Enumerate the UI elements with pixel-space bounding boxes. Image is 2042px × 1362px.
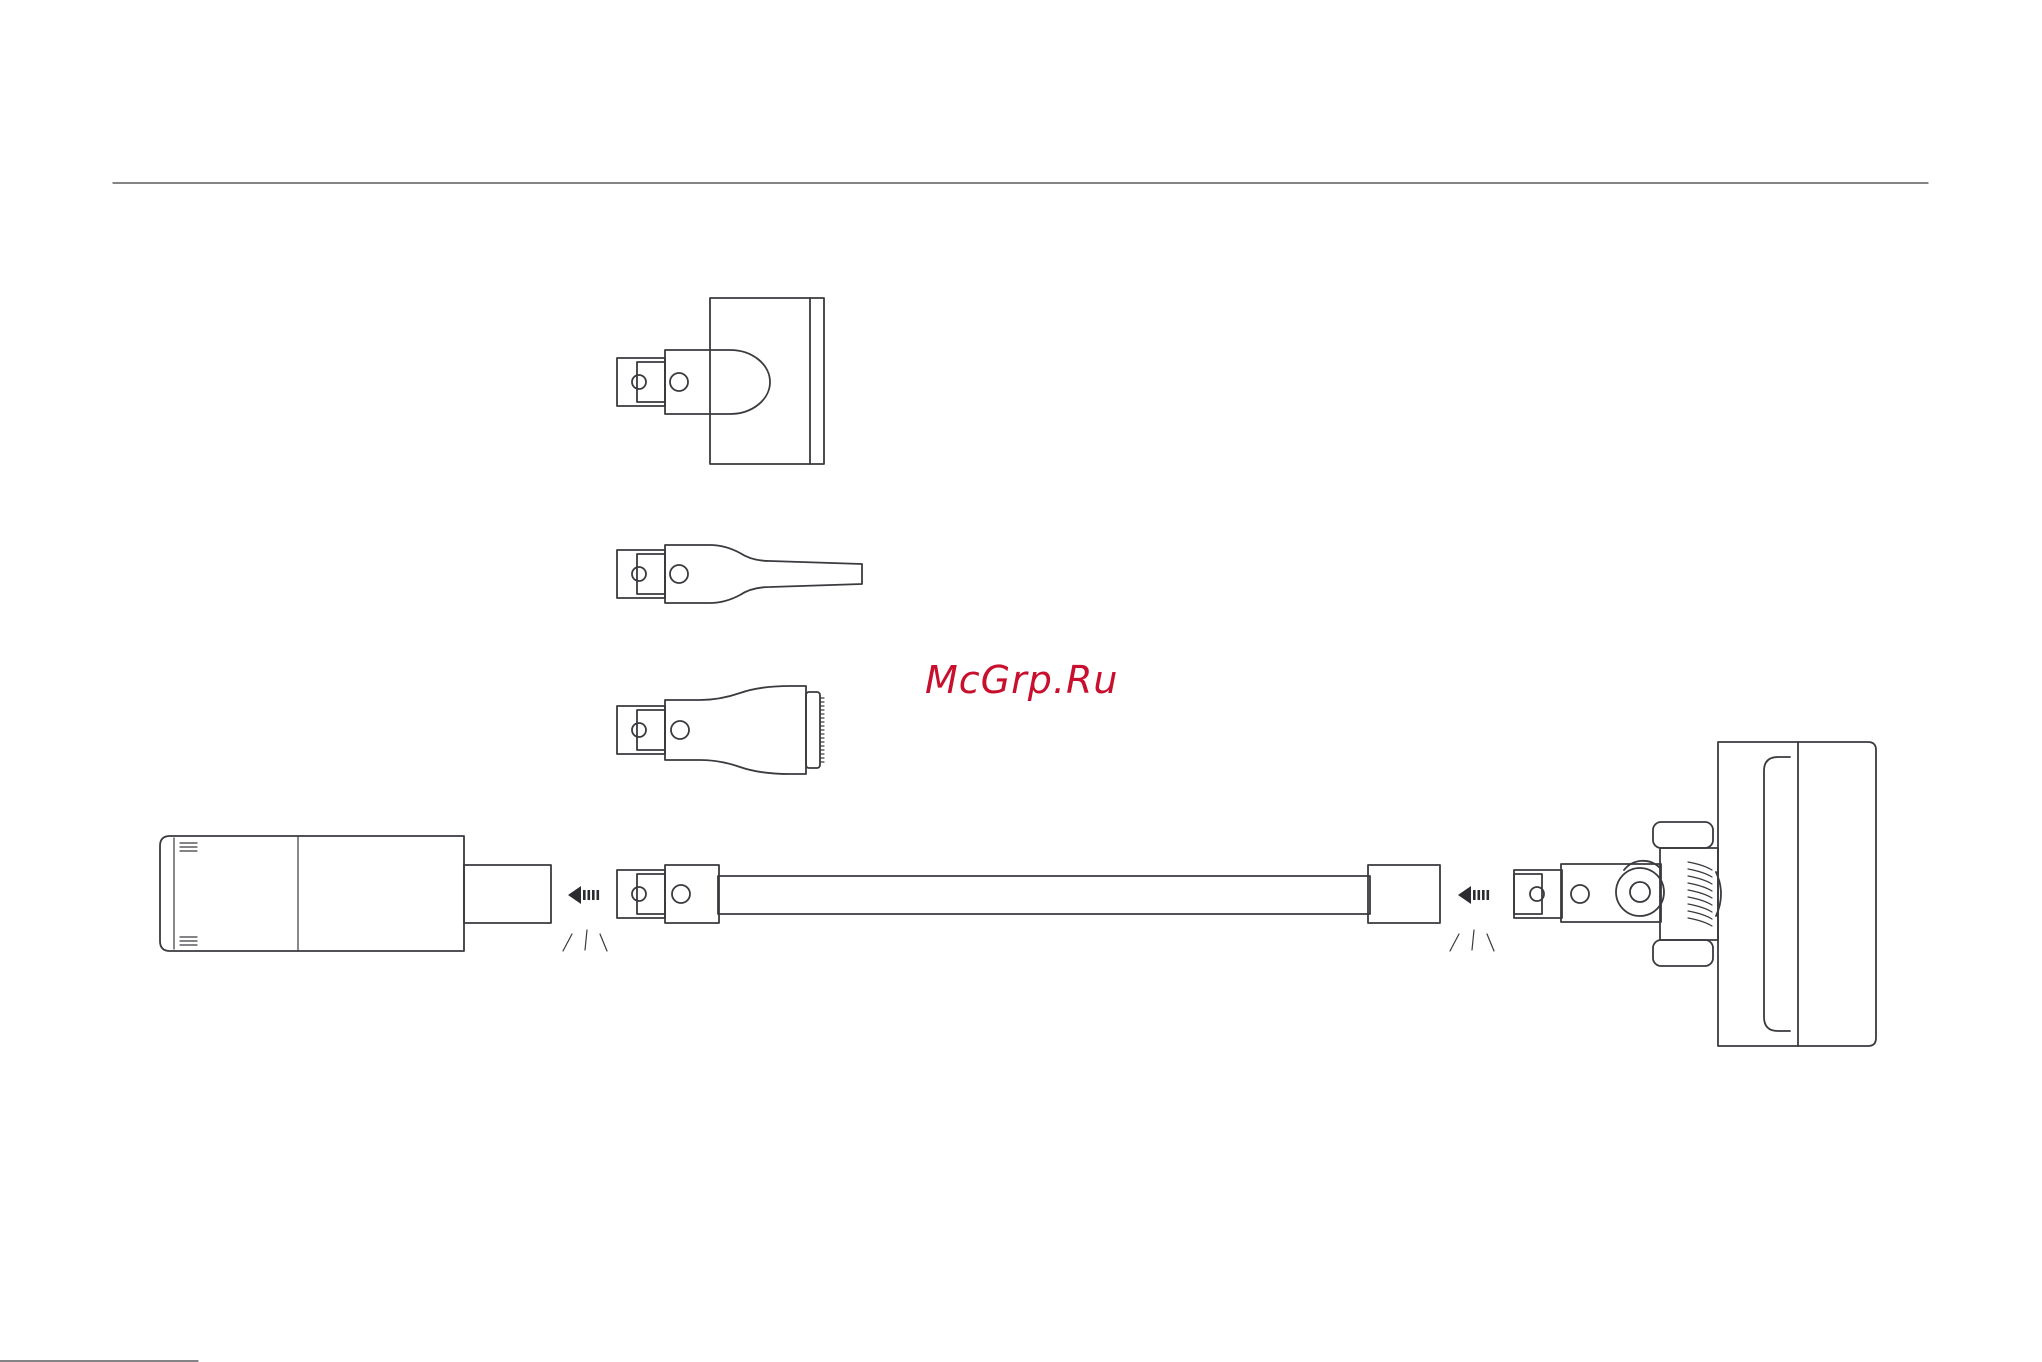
extension-tube — [617, 865, 1440, 923]
arrow-left-icon — [1458, 886, 1489, 904]
dusting-brush-attachment — [617, 686, 824, 774]
watermark-text: McGrp.Ru — [925, 658, 1118, 702]
arrow-left-icon — [568, 886, 599, 904]
click-sound-icon — [1450, 930, 1494, 951]
floor-brush-head — [1514, 742, 1876, 1046]
click-sound-icon — [563, 930, 607, 951]
mini-brush-attachment — [617, 298, 824, 464]
handheld-body — [160, 836, 551, 951]
crevice-nozzle-attachment — [617, 545, 862, 603]
